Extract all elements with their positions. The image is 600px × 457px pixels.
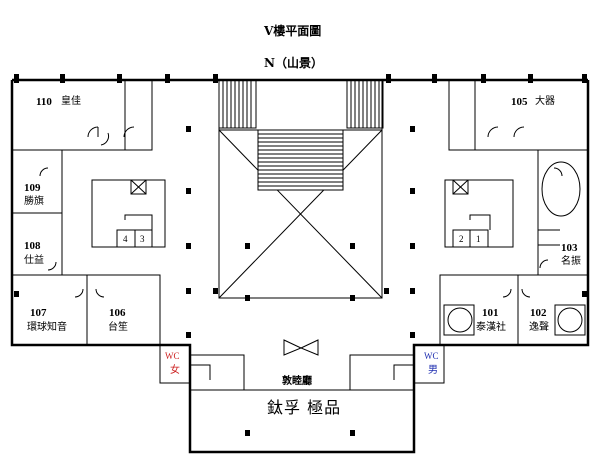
wc-male-code: WC [424, 351, 439, 361]
floor-plan-title: V樓平面圖 [264, 24, 322, 38]
room-106-name: 台笙 [108, 322, 128, 333]
room-102-number: 102 [530, 307, 547, 319]
elevator-2-label: 2 [459, 234, 464, 244]
room-110-number: 110 [36, 96, 52, 108]
wc-female-code: WC [165, 351, 180, 361]
room-108-number: 108 [24, 240, 41, 252]
lobby-sign: 鈦孚 極品 [267, 398, 342, 417]
elevator-1-label: 1 [476, 234, 481, 244]
elevator-3-label: 3 [140, 234, 145, 244]
central-stair [258, 133, 343, 187]
room-107-name: 環球知音 [27, 322, 67, 333]
fixtures [443, 161, 586, 336]
room-101-number: 101 [482, 307, 499, 319]
door-swings [39, 126, 563, 298]
room-105-name: 大器 [535, 96, 555, 107]
room-107-number: 107 [30, 307, 47, 319]
room-109-name: 勝旗 [24, 196, 44, 207]
wc-female-label: 女 [170, 365, 180, 376]
columns [14, 74, 587, 436]
east-rooms [439, 80, 589, 345]
room-109-number: 109 [24, 182, 41, 194]
room-101-name: 泰漢社 [476, 322, 506, 333]
room-102-name: 逸聲 [529, 322, 549, 333]
room-103-number: 103 [561, 242, 578, 254]
stair-west [218, 79, 257, 129]
room-103-name: 名振 [561, 256, 581, 267]
lobby-name: 敦睦廳 [282, 376, 312, 387]
room-105-number: 105 [511, 96, 528, 108]
room-110-name: 皇佳 [61, 96, 81, 107]
wc-male-label: 男 [428, 365, 438, 376]
stair-east [346, 79, 384, 129]
room-108-name: 仕益 [24, 255, 44, 266]
west-rooms [11, 80, 161, 345]
elevator-4-label: 4 [123, 234, 128, 244]
west-core [91, 179, 166, 248]
lobby-walls [159, 344, 445, 391]
east-core [444, 179, 514, 248]
entrance-door [283, 339, 319, 356]
north-label: N（山景） [264, 56, 323, 70]
room-106-number: 106 [109, 307, 126, 319]
central-atrium [218, 79, 383, 299]
